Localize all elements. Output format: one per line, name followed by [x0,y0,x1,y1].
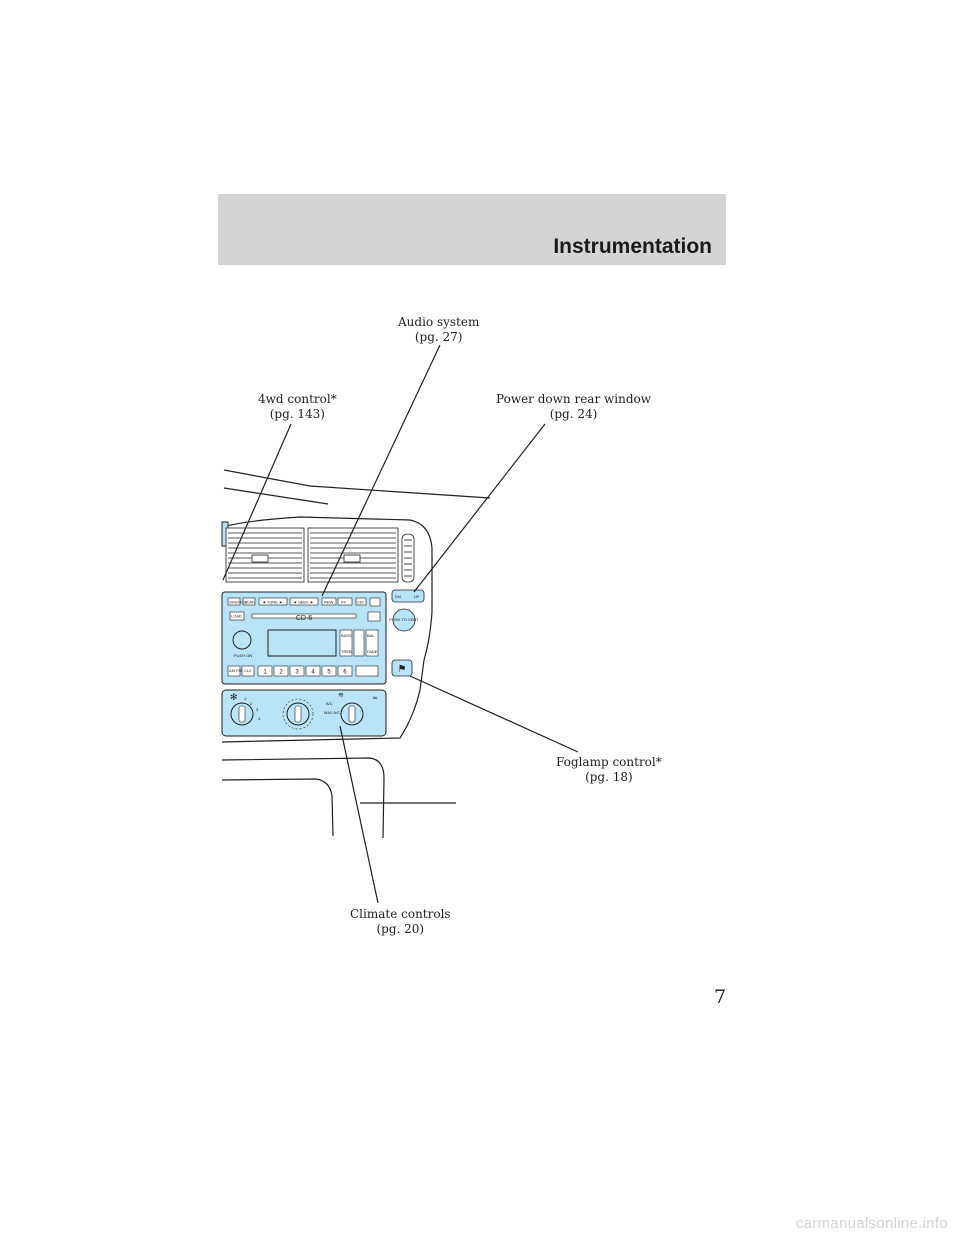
callout-climate-ref: (pg. 20) [376,922,425,936]
4wd-leader-line [222,423,292,581]
callout-rear-window-ref: (pg. 24) [549,407,598,421]
section-header-band: Instrumentation [218,194,726,265]
callout-rear-window: Power down rear window (pg. 24) [496,392,651,422]
watermark: carmanualsonline.info [795,1215,948,1232]
callout-4wd-control: 4wd control* (pg. 143) [258,392,337,422]
ac-mode-label: A/C [326,701,333,706]
preset-3-label: 3 [295,670,299,676]
foglamp-icon: ⚑ [398,664,407,675]
rear-window-leader-line [413,423,546,593]
shuffle-button-label: SHUFFLE [229,600,248,605]
audio-system-unit: SHUFFLE SCAN ◄ TUNE ► ◄ SEEK ► REW FF CD… [221,591,387,685]
callout-foglamp-title: Foglamp control* [556,755,662,769]
callout-climate-controls: Climate controls (pg. 20) [350,907,451,937]
fade-button-label: FADE [367,649,378,654]
preset-2-label: 2 [279,670,283,676]
max-ac-mode-label: MAX A/C [324,710,340,715]
scan-button-label: SCAN [244,600,255,605]
am-fm-button-label: AM FM [229,668,242,673]
callout-foglamp-ref: (pg. 18) [585,770,633,784]
vent-louvers-right [310,532,396,579]
preset-4-label: 4 [311,670,315,676]
callout-rear-window-title: Power down rear window [496,392,652,406]
preset-5-label: 5 [327,670,331,676]
foglamp-switch: ⚑ [391,659,413,677]
push-vent-label: PUSH TO VENT [389,617,419,622]
temperature-scale [282,698,314,730]
defrost-icon: ≋ [338,691,344,699]
tune-button-label: ◄ TUNE ► [262,600,283,605]
vent-tab-right [343,554,361,563]
fan-speed-4: 4 [258,716,261,721]
seek-button-label: ◄ SEEK ► [293,600,314,605]
preset-buttons: 1 2 3 4 5 6 [257,665,353,677]
rew-button-label: REW [324,600,334,605]
cd-button-label: CD/ [357,600,365,605]
fan-speed-3: 3 [256,707,259,712]
callout-audio-system: Audio system (pg. 27) [398,315,479,345]
callout-audio-title: Audio system [398,315,480,329]
preset-6-label: 6 [343,670,347,676]
rear-window-dn-label: DN [395,594,401,599]
radio-display [267,629,337,657]
page-number: 7 [714,986,727,1008]
callout-foglamp-control: Foglamp control* (pg. 18) [556,755,662,785]
volume-knob [232,630,252,650]
bal-button-label: BAL [367,633,375,638]
cd-slot [251,613,357,619]
preset-1-label: 1 [263,670,267,676]
air-vents [225,527,415,583]
fan-speed-1: 1 [244,696,247,701]
climate-control-panel: ✻ 1 2 3 4 A/C MAX A/C ≋ ≈ [221,689,387,737]
clk-button-label: CLK [244,668,252,673]
vent-mode-icon: ≈ [372,694,378,702]
callout-audio-ref: (pg. 27) [414,330,463,344]
rear-window-switch: DN UP [391,589,425,603]
center-stack-outline [221,516,433,743]
callout-4wd-ref: (pg. 143) [269,407,325,421]
dash-second-line [223,487,329,505]
vent-louvers-left [228,532,302,579]
climate-leader-line [339,725,379,904]
section-title: Instrumentation [553,235,712,258]
vent-tab-left [251,554,269,563]
callout-climate-title: Climate controls [350,907,451,921]
ff-button-label: FF [341,600,346,605]
audio-leader-line [321,344,441,597]
callout-leader-lines [222,344,579,904]
bass-button-label: BASS [341,633,352,638]
push-to-vent-button: PUSH TO VENT [389,608,419,632]
rear-window-up-label: UP [414,594,420,599]
load-button-label: LOAD [231,614,242,619]
fan-speed-2: 2 [250,701,253,706]
eject-button [367,611,381,622]
fan-icon: ✻ [230,693,238,703]
dash-top-line [223,469,491,499]
cd-changer-label: CD·6 [296,615,312,622]
push-on-label: PUSH ON [234,653,252,658]
lower-console-line [221,757,385,839]
callout-4wd-title: 4wd control* [258,392,337,406]
foglamp-leader-line [409,675,579,753]
treb-button-label: TREB [341,649,352,654]
lower-console-inner-line [221,778,334,837]
